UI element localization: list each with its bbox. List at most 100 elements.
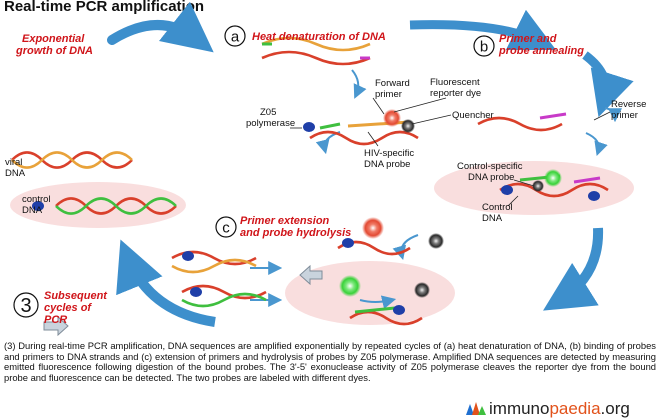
polymerase-blob-hyd-1 bbox=[342, 238, 354, 248]
released-quencher-2 bbox=[414, 282, 430, 298]
exponential-line1: Exponential bbox=[22, 33, 85, 45]
logo-part-org: .org bbox=[600, 399, 630, 418]
dye-markers bbox=[339, 109, 562, 298]
pointer-fluorescent-dye bbox=[393, 97, 447, 113]
forward-primer-label-2: primer bbox=[375, 89, 402, 100]
pointer-control-dna bbox=[507, 195, 519, 207]
polymerase-blob-control-2 bbox=[588, 191, 600, 201]
released-reporter-red bbox=[362, 217, 384, 239]
quencher-dye bbox=[401, 119, 415, 133]
quencher-dye-control bbox=[532, 180, 544, 192]
reverse-template bbox=[477, 116, 563, 132]
step-a-label: Heat denaturation of DNA bbox=[252, 31, 386, 43]
pointer-quencher bbox=[411, 114, 452, 125]
hiv-probe-label-2: DNA probe bbox=[364, 159, 410, 170]
step-b-line2: probe annealing bbox=[498, 45, 584, 57]
z05-polymerase-blob bbox=[303, 122, 315, 132]
step-b-letter: b bbox=[480, 39, 488, 56]
small-arrow-denature bbox=[351, 69, 367, 99]
cycle-arrow-b-to-c bbox=[543, 227, 604, 311]
control-dna-label-1: control bbox=[22, 194, 51, 205]
pointer-hiv-probe bbox=[367, 131, 379, 147]
logo-part-immuno: immuno bbox=[489, 399, 550, 418]
figure-caption: (3) During real-time PCR amplification, … bbox=[4, 341, 656, 383]
polymerase-blob-ext-2 bbox=[190, 287, 202, 297]
logo-text: immunopaedia.org bbox=[489, 400, 630, 418]
exponential-line2: growth of DNA bbox=[15, 45, 93, 57]
logo-mark-icon bbox=[466, 402, 486, 415]
small-arrow-reverse bbox=[585, 132, 608, 156]
reverse-primer-label-1: Reverse bbox=[611, 99, 646, 110]
polymerase-blob-hyd-2 bbox=[393, 305, 405, 315]
step-c-line2: and probe hydrolysis bbox=[240, 227, 351, 239]
cycle-arrow-b-down bbox=[582, 51, 634, 118]
fluorescent-dye-label-1: Fluorescent bbox=[430, 77, 480, 88]
immunopaedia-logo: immunopaedia.org bbox=[465, 399, 657, 419]
control-dna-label-2: DNA bbox=[22, 205, 43, 216]
pointer-control-probe bbox=[513, 179, 535, 187]
polymerase-blob-left bbox=[32, 201, 44, 211]
step-3-number: 3 bbox=[20, 295, 31, 317]
reverse-primer-label-2: primer bbox=[611, 110, 638, 121]
small-arrow-hydrolysis bbox=[392, 234, 419, 261]
control-dna-highlight bbox=[10, 182, 186, 228]
reporter-dye-red bbox=[383, 109, 401, 127]
step-a-letter: a bbox=[231, 29, 240, 46]
polymerase-blob-control bbox=[501, 185, 513, 195]
figure-title: Real-time PCR amplification bbox=[4, 0, 204, 15]
step-c-line1: Primer extension bbox=[240, 215, 330, 227]
viral-dna-label-1: viral bbox=[5, 157, 22, 168]
small-arrow-polymerase bbox=[359, 295, 397, 310]
block-arrow-right bbox=[43, 315, 69, 337]
cycle-arrow-to-a bbox=[107, 1, 214, 53]
hiv-probe-label-1: HIV-specific bbox=[364, 148, 414, 159]
step-3-line3: PCR bbox=[44, 314, 67, 326]
pointer-forward-primer bbox=[372, 97, 385, 115]
hydrolysis-strand-2 bbox=[349, 310, 423, 326]
hydrolysis-green-strand bbox=[354, 306, 396, 314]
forward-primer-strand bbox=[319, 122, 341, 130]
cycle-arrow-to-3 bbox=[116, 239, 216, 327]
step-3-circle bbox=[13, 292, 39, 318]
step-3-line1: Subsequent bbox=[44, 290, 108, 302]
extension-strand-2a bbox=[181, 284, 267, 300]
reporter-dye-green bbox=[544, 169, 562, 187]
small-arrow-reverse-top bbox=[604, 107, 622, 123]
logo-part-paedia: paedia bbox=[549, 399, 601, 418]
denatured-strand-b bbox=[261, 36, 371, 52]
step-c-circle bbox=[215, 216, 237, 238]
pointer-reverse-primer bbox=[593, 111, 611, 121]
step-a-circle bbox=[224, 25, 246, 47]
step-c-letter: c bbox=[222, 220, 230, 237]
annealed-template bbox=[309, 130, 419, 146]
quencher-label: Quencher bbox=[452, 110, 494, 121]
denatured-strand-a bbox=[261, 50, 371, 66]
extension-strand-2b bbox=[181, 292, 267, 308]
control-dna-strand-b bbox=[55, 197, 177, 215]
forward-primer-label-1: Forward bbox=[375, 78, 410, 89]
control-primer-strand bbox=[573, 176, 601, 184]
step-3-line2: cycles of bbox=[44, 302, 92, 314]
control-probe-label-1: Control-specific bbox=[457, 161, 523, 172]
polymerase-blob-ext-1 bbox=[182, 251, 194, 261]
z05-label-1: Z05 bbox=[260, 107, 276, 118]
pointer-lines bbox=[290, 97, 611, 207]
released-reporter-green bbox=[339, 275, 361, 297]
control-probe-label-2: DNA probe bbox=[468, 172, 514, 183]
released-quencher-1 bbox=[428, 233, 444, 249]
hydrolysis-highlight bbox=[285, 261, 455, 325]
cycle-arrow-a-to-b bbox=[409, 9, 557, 51]
dna-strands bbox=[11, 36, 609, 326]
z05-label-2: polymerase bbox=[246, 118, 295, 129]
control-dna-right-label-2: DNA bbox=[482, 213, 503, 224]
control-dna-right-label-1: Control bbox=[482, 202, 513, 213]
extension-strand-1b bbox=[171, 258, 257, 274]
block-arrow-left bbox=[299, 264, 323, 286]
fluorescent-dye-label-2: reporter dye bbox=[430, 88, 481, 99]
step-b-line1: Primer and bbox=[499, 33, 557, 45]
control-template bbox=[499, 182, 609, 198]
viral-dna-strand-b bbox=[11, 151, 133, 169]
polymerase-blobs bbox=[32, 122, 600, 315]
